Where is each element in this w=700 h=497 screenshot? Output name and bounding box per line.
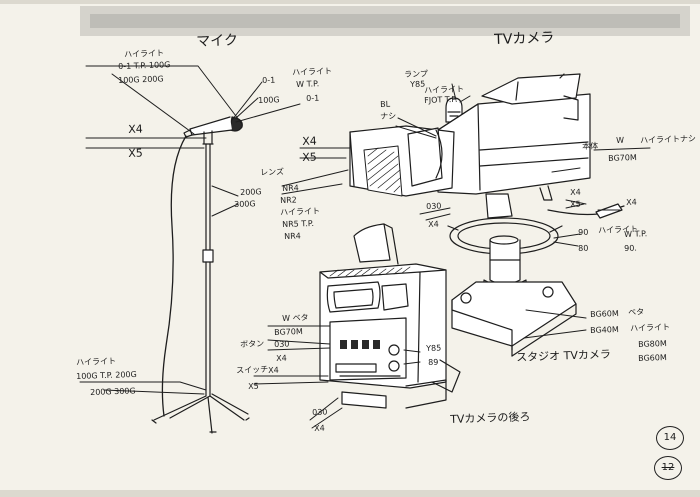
mic-highlight-label: ハイライト bbox=[76, 356, 117, 367]
lens-highlight-label: ハイライト bbox=[280, 206, 321, 217]
mic-highlight-label: ハイライト bbox=[292, 66, 333, 77]
mic-value-label: W T.P. bbox=[296, 79, 320, 89]
camera-leader-lines bbox=[281, 83, 651, 339]
mic-value-label: 200G 300G bbox=[90, 386, 136, 397]
camera-multiplier-label: X5 bbox=[570, 199, 581, 209]
mic-leader-lines bbox=[79, 65, 301, 395]
back-multiplier-label: X4 bbox=[268, 365, 279, 375]
mic-value-label: 0-1 T.P. 100G bbox=[118, 60, 171, 71]
tv-camera-title: TVカメラ bbox=[494, 29, 555, 48]
mic-multiplier-label: X4 bbox=[127, 122, 143, 136]
camera-value-label: 80 bbox=[578, 243, 589, 253]
back-value-label: 030 bbox=[274, 339, 290, 349]
camera-value-label: 90. bbox=[624, 243, 638, 253]
base-value-label: BG80M bbox=[638, 339, 667, 349]
back-value-label: 030 bbox=[312, 407, 328, 417]
base-highlight-label: ハイライト bbox=[630, 322, 671, 333]
lens-label: レンズ bbox=[260, 167, 285, 177]
base-value-label: BG60M bbox=[590, 309, 619, 319]
camera-multiplier-label: X4 bbox=[428, 219, 439, 229]
back-switch-label: スイッチ bbox=[236, 364, 269, 375]
microphone-stand bbox=[151, 116, 250, 434]
body-value-label: BG70M bbox=[608, 153, 637, 163]
camera-multiplier-label: X4 bbox=[626, 197, 637, 207]
page-number-previous: 12 bbox=[654, 456, 682, 480]
mic-value-label: 100G bbox=[258, 95, 280, 105]
camera-multiplier-label: X4 bbox=[301, 134, 317, 148]
mic-title: マイク bbox=[196, 32, 239, 50]
camera-multiplier-label: X4 bbox=[570, 187, 581, 197]
mic-multiplier-label: X5 bbox=[127, 146, 143, 160]
back-multiplier-label: X4 bbox=[276, 353, 287, 363]
back-button-label: ボタン bbox=[240, 339, 265, 349]
back-multiplier-label: X4 bbox=[314, 423, 325, 433]
page-number-current: 14 bbox=[656, 426, 684, 450]
lens-value-label: NR4 bbox=[282, 183, 299, 193]
camera-value-label: BL bbox=[380, 99, 391, 109]
camera-value-label: FJOT T.P. bbox=[424, 94, 458, 105]
base-value-label: BG40M bbox=[590, 325, 619, 335]
mic-value-label: 0-1 bbox=[306, 93, 320, 103]
lens-hatching bbox=[367, 147, 401, 193]
lens-value-label: NR5 T.P. bbox=[282, 218, 315, 229]
base-value-label: BG60M bbox=[638, 353, 667, 363]
mic-value-label: 300G bbox=[234, 199, 256, 209]
camera-lamp-label: ランプ bbox=[404, 69, 429, 79]
mic-value-label: 200G bbox=[240, 187, 262, 197]
back-hatching bbox=[329, 266, 411, 277]
camera-multiplier-label: X5 bbox=[301, 150, 317, 164]
camera-value-label: 030 bbox=[426, 201, 442, 211]
back-value-label: BG70M bbox=[274, 327, 303, 337]
camera-value-label: 90 bbox=[578, 227, 589, 237]
lens-value-label: NR4 bbox=[284, 231, 301, 241]
back-value-label: W ベタ bbox=[282, 313, 309, 323]
back-value-label: 89 bbox=[428, 357, 439, 367]
camera-value-label: ナシ bbox=[380, 111, 397, 121]
back-leader-lines bbox=[253, 325, 421, 429]
body-value-label: W bbox=[616, 135, 625, 145]
mic-highlight-label: ハイライト bbox=[124, 48, 165, 59]
body-label: 本体 bbox=[582, 141, 599, 151]
camera-highlight-label: ハイライト bbox=[424, 84, 465, 95]
camera-value-label: W T.P. bbox=[624, 229, 648, 239]
mic-value-label: 100G 200G bbox=[118, 74, 164, 85]
base-value-label: ベタ bbox=[628, 307, 645, 317]
mic-value-label: 0-1 bbox=[262, 75, 276, 85]
lens-value-label: NR2 bbox=[280, 195, 297, 205]
back-multiplier-label: X5 bbox=[248, 381, 259, 391]
back-value-label: Y85 bbox=[426, 343, 442, 353]
studio-camera bbox=[349, 73, 625, 357]
camera-back bbox=[319, 223, 461, 409]
